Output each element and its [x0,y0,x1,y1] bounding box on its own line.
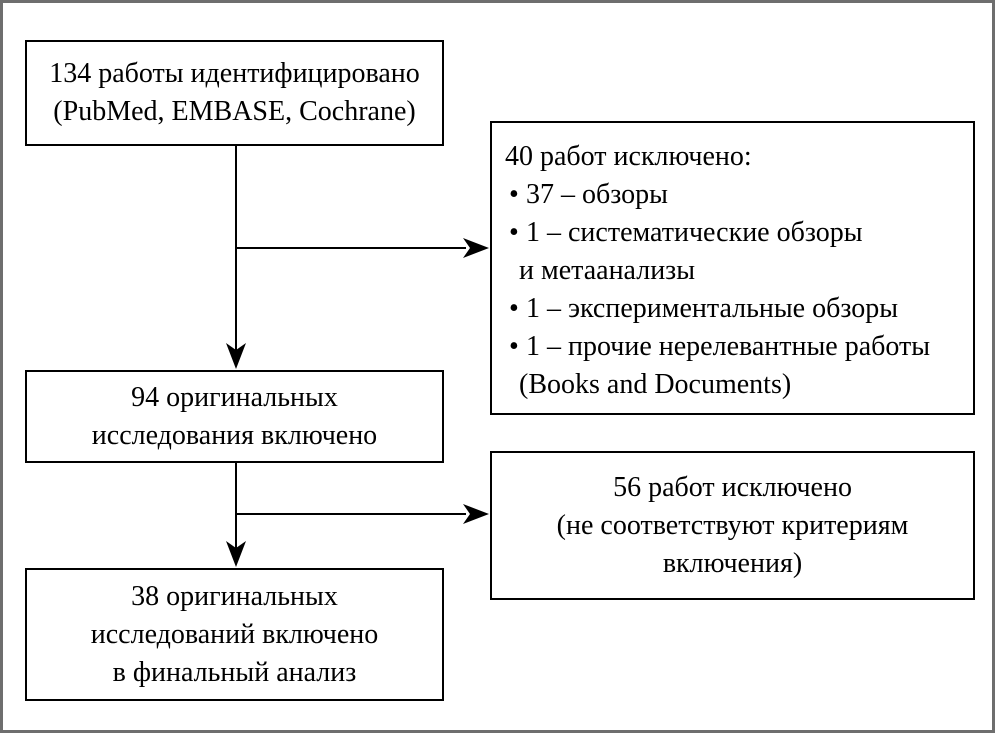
identified-box: 134 работы идентифицировано (PubMed, EMB… [25,40,444,146]
included-94-line: исследования включено [91,419,378,451]
excluded-56-line: включения) [662,547,803,579]
excluded-40-item-text: 1 – экспериментальные обзоры [526,293,899,324]
final-38-line: 38 оригинальных [131,580,338,612]
bullet-marker: • [509,217,519,248]
excluded-40-item-text: 1 – систематические обзоры [526,217,863,248]
final-38-line: исследований включено [90,618,379,650]
included-94-line: 94 оригинальных [131,381,338,413]
arrowhead-down-final38 [226,541,246,567]
excluded-56-line: 56 работ исключено [613,471,852,503]
identified-line: 134 работы идентифицировано [49,58,420,89]
excluded-40-item-continuation: и метаанализы [519,255,696,286]
excluded-40-item-continuation: (Books and Documents) [519,369,792,400]
excluded-40-item: •1 – экспериментальные обзоры [492,290,973,328]
arrowhead-down-included94 [226,343,246,369]
bullet-marker: • [509,331,519,362]
included-94-box: 94 оригинальных исследования включено [25,370,444,463]
excluded-40-title: 40 работ исключено: [505,141,752,172]
excluded-40-item: •1 – прочие нерелевантные работы [492,328,973,366]
arrowhead-right-excluded56 [463,504,489,524]
final-38-line: в финальный анализ [112,656,357,688]
excluded-56-line: (не соответствуют критериям [556,509,909,541]
excluded-40-box: 40 работ исключено: •37 – обзоры •1 – си… [490,121,975,415]
final-38-box: 38 оригинальных исследований включено в … [25,568,444,701]
bullet-marker: • [509,293,519,324]
identified-line: (PubMed, EMBASE, Cochrane) [53,96,416,127]
excluded-56-box: 56 работ исключено (не соответствуют кри… [490,451,975,600]
arrowhead-right-excluded40 [463,238,489,258]
excluded-40-item: •37 – обзоры [492,176,973,214]
bullet-marker: • [509,179,519,210]
excluded-40-item-text: 37 – обзоры [526,179,668,210]
excluded-40-item: •1 – систематические обзоры [492,214,973,252]
excluded-40-item-text: 1 – прочие нерелевантные работы [526,331,931,362]
